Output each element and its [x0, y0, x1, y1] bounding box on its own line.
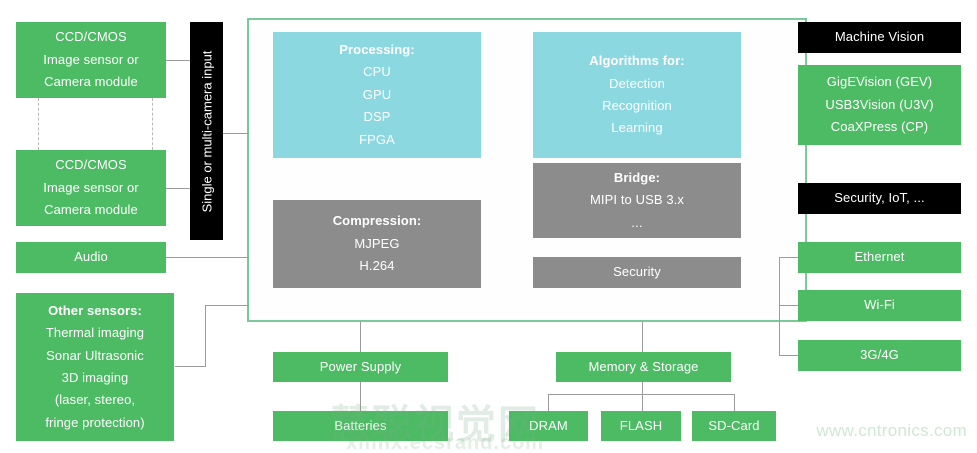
- processing-item-dsp: DSP: [363, 109, 391, 125]
- cellular-label: 3G/4G: [860, 347, 899, 363]
- connector-memory-storage: [642, 322, 643, 352]
- wifi-label: Wi-Fi: [864, 297, 895, 313]
- algorithms-item-detection: Detection: [609, 75, 665, 91]
- cellular-output[interactable]: 3G/4G: [798, 340, 961, 371]
- connector-audio-to-soc: [165, 257, 249, 258]
- dram-label: DRAM: [529, 417, 568, 433]
- other-sensors-line4: (laser, stereo,: [54, 392, 136, 408]
- compression-block[interactable]: Compression: MJPEG H.264: [273, 200, 481, 288]
- algorithms-item-recognition: Recognition: [602, 98, 672, 113]
- protocol-coaxpress: CoaXPress (CP): [830, 119, 929, 135]
- connector-mem-down: [642, 382, 643, 394]
- batteries-label: Batteries: [334, 417, 387, 433]
- connector-right-bus: [779, 257, 780, 355]
- algorithms-block[interactable]: Algorithms for: Detection Recognition Le…: [533, 32, 741, 158]
- machine-vision-header: Machine Vision: [798, 22, 961, 53]
- wifi-output[interactable]: Wi-Fi: [798, 290, 961, 321]
- connector-wifi: [779, 305, 803, 306]
- camera-module-1-line1: CCD/CMOS: [55, 29, 127, 45]
- connector-batteries: [360, 382, 361, 411]
- processing-block[interactable]: Processing: CPU GPU DSP FPGA: [273, 32, 481, 158]
- protocol-gigevision: GigEVision (GEV): [826, 74, 933, 90]
- dram-block[interactable]: DRAM: [509, 411, 588, 441]
- audio-label: Audio: [74, 249, 108, 265]
- other-sensors-title: Other sensors:: [48, 302, 142, 318]
- batteries-block[interactable]: Batteries: [273, 411, 448, 441]
- ethernet-label: Ethernet: [854, 249, 905, 265]
- memory-storage-label: Memory & Storage: [588, 358, 699, 374]
- security-iot-header: Security, IoT, ...: [798, 183, 961, 214]
- bridge-title: Bridge:: [613, 169, 661, 185]
- bridge-block[interactable]: Bridge: MIPI to USB 3.x ...: [533, 163, 741, 238]
- camera-module-2-line2: Image sensor or: [43, 179, 139, 195]
- processing-item-gpu: GPU: [362, 86, 392, 102]
- sdcard-label: SD-Card: [708, 417, 760, 433]
- connector-cellular: [779, 355, 803, 356]
- protocol-usb3vision: USB3Vision (U3V): [825, 96, 934, 112]
- machine-vision-protocols[interactable]: GigEVision (GEV) USB3Vision (U3V) CoaXPr…: [798, 65, 961, 145]
- algorithms-item-learning: Learning: [611, 120, 663, 136]
- compression-item-h264: H.264: [359, 258, 395, 274]
- connector-sdcard: [734, 394, 735, 411]
- connector-ethernet: [779, 257, 803, 258]
- connector-camera2: [165, 188, 190, 189]
- connector-sensors-h2: [205, 305, 249, 306]
- connector-mem-bus: [548, 394, 734, 395]
- bridge-item-mipi: MIPI to USB 3.x: [590, 192, 684, 208]
- ethernet-output[interactable]: Ethernet: [798, 242, 961, 273]
- bridge-item-ellipsis: ...: [631, 214, 643, 230]
- connector-sensors-h1: [175, 366, 205, 367]
- camera-input-label: Single or multi-camera input: [190, 22, 223, 240]
- other-sensors-line1: Thermal imaging: [45, 325, 145, 341]
- security-iot-header-label: Security, IoT, ...: [834, 190, 925, 206]
- connector-flash: [642, 394, 643, 411]
- power-supply-block[interactable]: Power Supply: [273, 352, 448, 382]
- processing-item-fpga: FPGA: [359, 131, 395, 147]
- camera-module-2-line3: Camera module: [44, 202, 138, 218]
- power-supply-label: Power Supply: [319, 358, 402, 374]
- sdcard-block[interactable]: SD-Card: [692, 411, 776, 441]
- camera-module-1-line2: Image sensor or: [43, 51, 139, 67]
- connector-camera1: [165, 60, 190, 61]
- camera-input-label-text: Single or multi-camera input: [199, 50, 215, 212]
- processing-title: Processing:: [339, 42, 415, 58]
- compression-title: Compression:: [332, 213, 422, 229]
- other-sensors-line5: fringe protection): [45, 414, 145, 430]
- other-sensors[interactable]: Other sensors: Thermal imaging Sonar Ult…: [16, 293, 174, 441]
- connector-camera-input-to-soc: [223, 133, 249, 134]
- other-sensors-line3: 3D imaging: [61, 370, 129, 385]
- flash-label: FLASH: [619, 417, 663, 433]
- processing-item-cpu: CPU: [363, 64, 391, 80]
- connector-power-supply: [360, 322, 361, 352]
- security-block[interactable]: Security: [533, 257, 741, 288]
- camera-module-2-line1: CCD/CMOS: [55, 157, 127, 173]
- connector-sensors-v: [205, 305, 206, 367]
- other-sensors-line2: Sonar Ultrasonic: [46, 347, 144, 363]
- watermark-url: www.cntronics.com: [816, 421, 967, 440]
- flash-block[interactable]: FLASH: [601, 411, 681, 441]
- camera-module-2[interactable]: CCD/CMOS Image sensor or Camera module: [16, 150, 166, 226]
- security-label: Security: [613, 264, 661, 280]
- connector-dram: [548, 394, 549, 411]
- camera-module-1-line3: Camera module: [44, 74, 138, 90]
- memory-storage-block[interactable]: Memory & Storage: [556, 352, 731, 382]
- audio-input[interactable]: Audio: [16, 242, 166, 273]
- camera-module-1[interactable]: CCD/CMOS Image sensor or Camera module: [16, 22, 166, 98]
- algorithms-title: Algorithms for:: [589, 53, 685, 69]
- machine-vision-header-label: Machine Vision: [834, 29, 925, 45]
- camera-stack-dash-right: [152, 98, 153, 150]
- compression-item-mjpeg: MJPEG: [354, 235, 400, 251]
- camera-stack-dash-left: [38, 98, 39, 150]
